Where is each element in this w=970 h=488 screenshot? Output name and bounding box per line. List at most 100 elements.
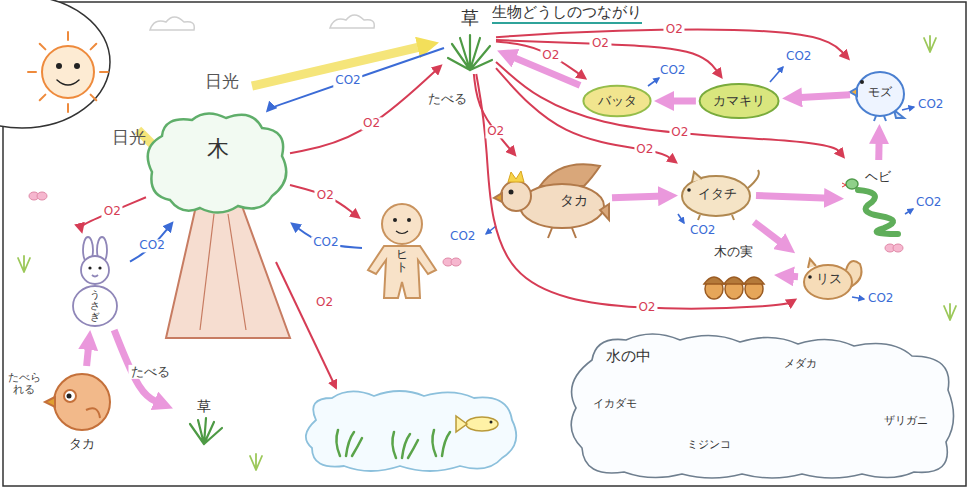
snake: [842, 183, 846, 187]
edge-label: CO2: [333, 75, 362, 88]
note-label: CO2: [450, 230, 475, 243]
pond: [306, 391, 516, 471]
pond: [490, 421, 493, 424]
sun: [91, 44, 97, 50]
connector: [290, 185, 357, 216]
co2-arrow: [648, 78, 659, 86]
sky-cloud: [330, 15, 374, 28]
hawk: [45, 374, 110, 430]
connector: [756, 195, 830, 198]
oxygen-arrow: [276, 262, 336, 388]
hawk: [520, 184, 604, 228]
grass-tuft: [250, 454, 262, 470]
rabbit: [81, 256, 109, 284]
animal-node: イタチ: [680, 168, 754, 220]
insect-node: カマキリ: [698, 82, 780, 120]
node-label: 草: [461, 8, 479, 29]
grass-tuft: [18, 256, 30, 272]
node-label: ミジンコ: [687, 439, 731, 452]
connector: [612, 196, 664, 198]
oval-outline: [583, 86, 650, 117]
connector: [788, 273, 798, 281]
snake: [842, 179, 898, 234]
sun: [57, 80, 79, 85]
tree-trunk: [166, 206, 290, 338]
hawk: [540, 164, 600, 186]
bird-node: タカ: [498, 160, 610, 240]
shrike: [856, 72, 904, 116]
human: [396, 231, 408, 234]
butterfly: [893, 244, 903, 252]
co2-arrow: [678, 214, 684, 223]
note-label: O2: [316, 296, 333, 309]
hawk: [45, 397, 55, 407]
node-label: 木: [207, 136, 229, 161]
oval-outline: [700, 84, 779, 118]
tree-trunk: [200, 214, 246, 330]
rabbit: [88, 266, 91, 269]
connector: [754, 222, 784, 245]
squirrel: [804, 265, 852, 299]
squirrel: [808, 275, 812, 279]
hawk: [508, 171, 524, 182]
animal-node: うさぎ: [62, 236, 128, 328]
sun: [100, 71, 108, 73]
sun: [74, 63, 80, 69]
acorns: [724, 277, 744, 284]
insect-node: バッタ: [582, 84, 652, 118]
connector: [476, 74, 792, 309]
note-label: CO2: [786, 50, 811, 63]
connector: [875, 138, 882, 160]
person-node: ヒト: [364, 200, 440, 302]
edge-label: O2: [361, 117, 382, 130]
weasel: [748, 170, 759, 188]
edge-label: O2: [634, 143, 655, 156]
node-label: イタチ: [698, 187, 737, 202]
shrike: [850, 88, 857, 96]
hawk: [54, 374, 110, 430]
water-region: 水の中イカダモミジンコメダカザリガニ: [562, 330, 962, 482]
butterfly: [37, 192, 47, 200]
hawk: [501, 181, 531, 211]
connector: [290, 68, 439, 153]
squirrel: [808, 259, 816, 268]
acorns: [704, 277, 764, 299]
co2-arrow: [902, 107, 914, 110]
edge-label: O2: [485, 125, 506, 138]
edge-label: CO2: [137, 239, 166, 252]
hawk: [509, 190, 514, 195]
pond: [336, 430, 450, 458]
edge-label: O2: [590, 37, 611, 50]
sun: [56, 63, 62, 69]
animal-node: リス: [800, 256, 858, 302]
grass-tuft: [944, 304, 956, 320]
pond: [456, 416, 467, 432]
tree-canopy: [148, 113, 286, 212]
node-label: 水の中: [606, 348, 651, 365]
bird-node: モズ: [852, 64, 908, 122]
frame: [3, 2, 966, 486]
note-label: 日光: [205, 72, 239, 91]
co2-arrow: [905, 209, 913, 214]
connector: [496, 68, 674, 160]
rabbit: [73, 237, 117, 326]
frame: [3, 2, 966, 486]
human: [382, 204, 422, 244]
sun: [28, 71, 36, 73]
edge-label: たべられる: [4, 372, 44, 396]
note-label: 日光: [112, 128, 129, 147]
snake: [858, 190, 898, 234]
node-label: うさぎ: [90, 289, 100, 322]
hawk: [494, 164, 609, 238]
sun: [67, 104, 69, 112]
note-label: CO2: [660, 64, 685, 77]
connector: [270, 48, 444, 109]
hawk: [494, 193, 502, 202]
pond: [466, 417, 498, 431]
co2-arrow: [852, 297, 864, 299]
tree-trunk: [166, 206, 290, 338]
water-life-node: イカダモ: [576, 396, 654, 446]
co2-arrow: [486, 226, 496, 234]
connector: [81, 197, 146, 228]
